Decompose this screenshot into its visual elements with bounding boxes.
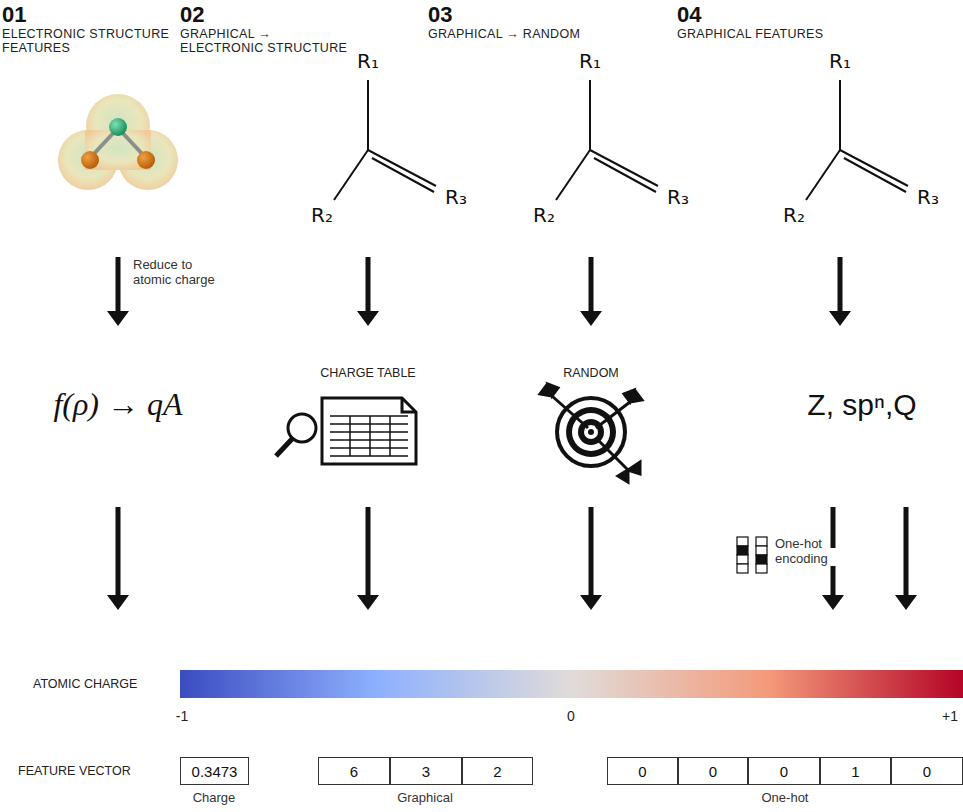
feature-cell: 6: [318, 757, 390, 785]
axis-tick: 0: [567, 708, 575, 724]
cell-value: 0: [780, 763, 788, 780]
cell-value: 0: [709, 763, 717, 780]
molecule-model: [81, 118, 155, 169]
substituent-label: R₂: [533, 204, 555, 227]
text-label: Charge: [193, 791, 236, 806]
step-title: ELECTRONIC STRUCTURE FEATURES: [2, 27, 177, 56]
substituent-label: R₁: [357, 50, 379, 73]
substituent-label: R₃: [667, 186, 689, 209]
substituent-label: R₂: [311, 204, 333, 227]
substituent-label: R₂: [783, 204, 805, 227]
one-hot-icon: [737, 537, 767, 573]
cell-value: 0: [638, 763, 646, 780]
step-title: GRAPHICAL FEATURES: [677, 27, 887, 41]
step-title: GRAPHICAL → ELECTRONIC STRUCTURE: [180, 27, 355, 56]
feature-cell: 0: [891, 757, 963, 785]
step-number: 04: [677, 2, 701, 27]
cell-value: 6: [350, 763, 358, 780]
step-number: 01: [2, 2, 26, 27]
step-title: GRAPHICAL → RANDOM: [428, 27, 638, 41]
text-label: Z, spⁿ,Q: [807, 388, 916, 423]
text-label: Graphical: [397, 791, 453, 806]
text-label: RANDOM: [563, 366, 619, 380]
charge-table-icon: [276, 398, 416, 464]
axis-tick: -1: [176, 708, 188, 724]
feature-cell: 0: [748, 757, 820, 785]
cell-value: 3: [422, 763, 430, 780]
feature-cell: 0.3473: [180, 757, 249, 785]
cell-value: 0: [923, 763, 931, 780]
text-label: Reduce to atomic charge: [133, 258, 228, 288]
axis-tick: +1: [942, 708, 958, 724]
text-label: One-hot: [762, 791, 809, 806]
text-label: ATOMIC CHARGE: [33, 677, 137, 691]
cell-value: 0.3473: [192, 763, 238, 780]
text-label: CHARGE TABLE: [320, 366, 415, 380]
density-blob: [58, 94, 178, 190]
substituent-label: R₃: [445, 186, 467, 209]
substituent-label: R₃: [917, 186, 939, 209]
text-label: f(ρ) → qA: [53, 386, 182, 423]
charge-colorbar: [180, 670, 963, 698]
step-number: 02: [180, 2, 204, 27]
target-icon: [540, 384, 642, 482]
substituent-label: R₁: [579, 50, 601, 73]
molecule-skeletons: [334, 80, 908, 200]
flow-arrows: [107, 257, 917, 610]
feature-cell: 1: [820, 757, 891, 785]
feature-cell: 0: [607, 757, 678, 785]
text-label: FEATURE VECTOR: [18, 764, 131, 778]
feature-cell: 0: [678, 757, 748, 785]
step-number: 03: [428, 2, 452, 27]
text-label: One-hot encoding: [775, 537, 831, 567]
feature-cell: 3: [390, 757, 462, 785]
substituent-label: R₁: [829, 50, 851, 73]
feature-cell: 2: [462, 757, 533, 785]
cell-value: 1: [851, 763, 859, 780]
cell-value: 2: [493, 763, 501, 780]
